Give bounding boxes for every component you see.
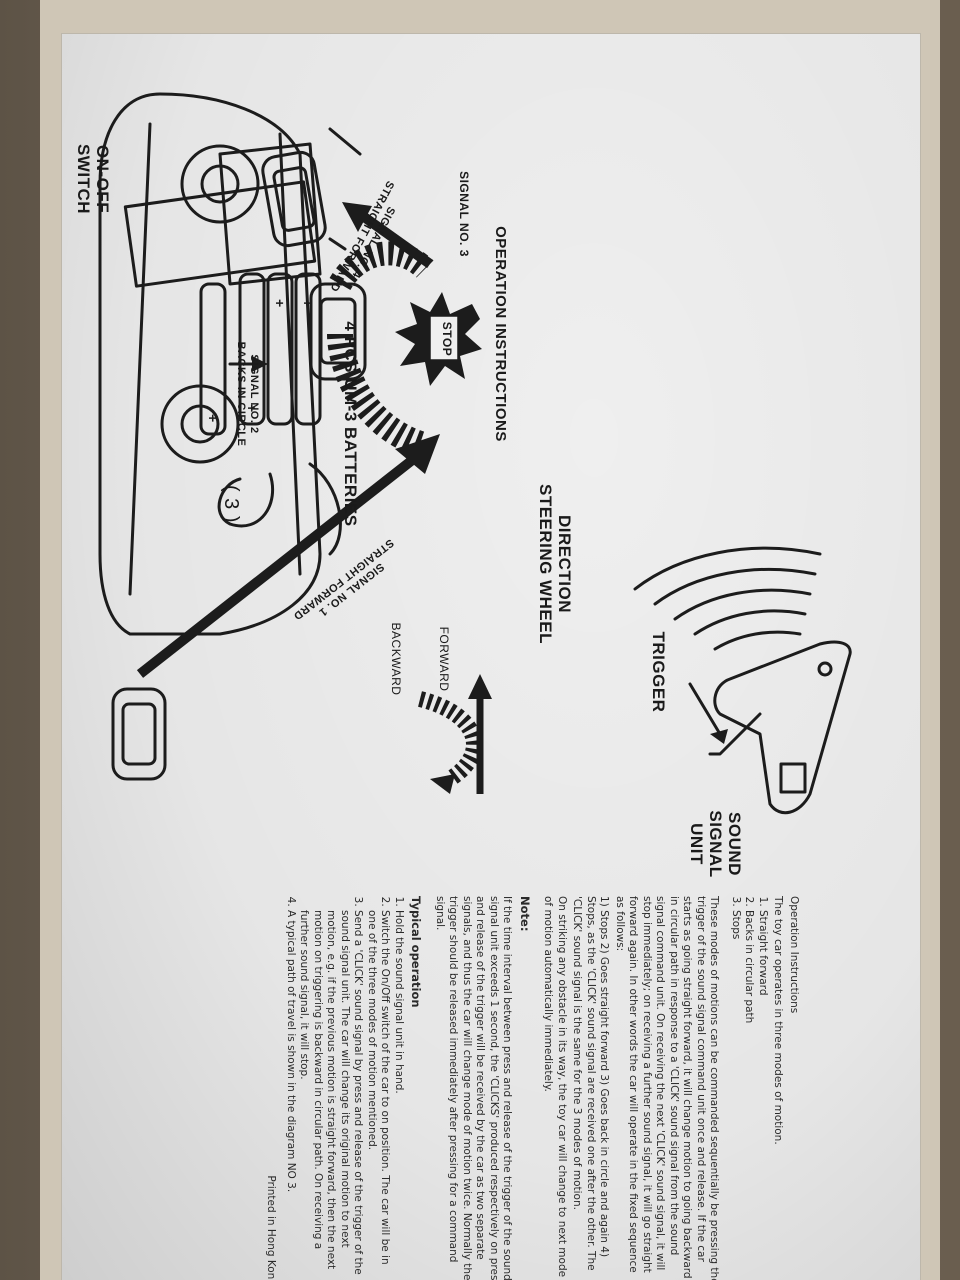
svg-text:+: + [205,414,221,422]
typical-step: Send a 'CLICK' sound signal by press and… [297,910,365,1280]
note-text: If the time interval between press and r… [434,896,514,1280]
instruction-sheet: + + + + [62,34,920,1280]
page-number: ( 3 ) [220,484,242,524]
modes-list: Straight forward Backs in circular path … [729,896,769,1280]
mode-item: Straight forward [756,910,769,1280]
mode-item: Backs in circular path [742,910,756,1280]
operation-instructions-title: OPERATION INSTRUCTIONS [492,226,509,442]
direction-steering-label: DIRECTION STEERING WHEEL [536,483,574,644]
stop-sign-text: STOP [440,321,454,357]
typical-step: Hold the sound signal unit in hand. [392,910,405,1280]
on-off-switch-label: ON-OFF SWITCH [74,143,112,215]
svg-text:+: + [272,299,288,307]
signal2-label: SIGNAL NO. 2 BACKS IN CIRCLE [235,341,260,447]
mode-item: Stops [729,910,742,1280]
illustrations: + + + + [98,92,852,815]
note-title: Note: [518,896,532,932]
typical-step: A typical path of travel is shown in the… [284,910,297,1280]
typical-title: Typical operation [409,896,424,1008]
sound-signal-unit-illustration [633,546,852,815]
svg-text:+: + [300,299,316,307]
instructions-para1: These modes of motions can be commanded … [614,896,721,1280]
typical-steps: Hold the sound signal unit in hand. Swit… [284,896,405,1280]
printed-in: Printed in Hong Kong [265,1175,278,1280]
signal3-label: SIGNAL NO. 3 [457,171,471,257]
backward-label: BACKWARD [389,622,403,696]
instructions-title: Operation Instructions [788,896,800,1014]
trigger-label: TRIGGER [649,631,668,713]
instructions-intro: The toy car operates in three modes of m… [772,896,785,1145]
path-diagram [111,150,482,781]
car-illustration: + + + + [98,92,362,636]
instructions-para2: 1) Stops 2) Goes straight forward 3) Goe… [571,896,611,1271]
batteries-label: 4 PCS UM-3 BATTERIES [341,321,360,527]
instructions-para3: On striking any obstacle in its way, the… [542,896,569,1278]
rotated-page: + + + + [62,34,920,1280]
svg-text:+: + [244,404,260,412]
typical-step: Switch the On/Off switch of the car to o… [365,910,392,1280]
forward-backward-arrows [417,674,492,794]
forward-label: FORWARD [437,626,451,692]
instructions-text: Operation Instructions The toy car opera… [262,896,801,1280]
sound-signal-unit-label: SOUND SIGNAL UNIT [687,810,744,878]
